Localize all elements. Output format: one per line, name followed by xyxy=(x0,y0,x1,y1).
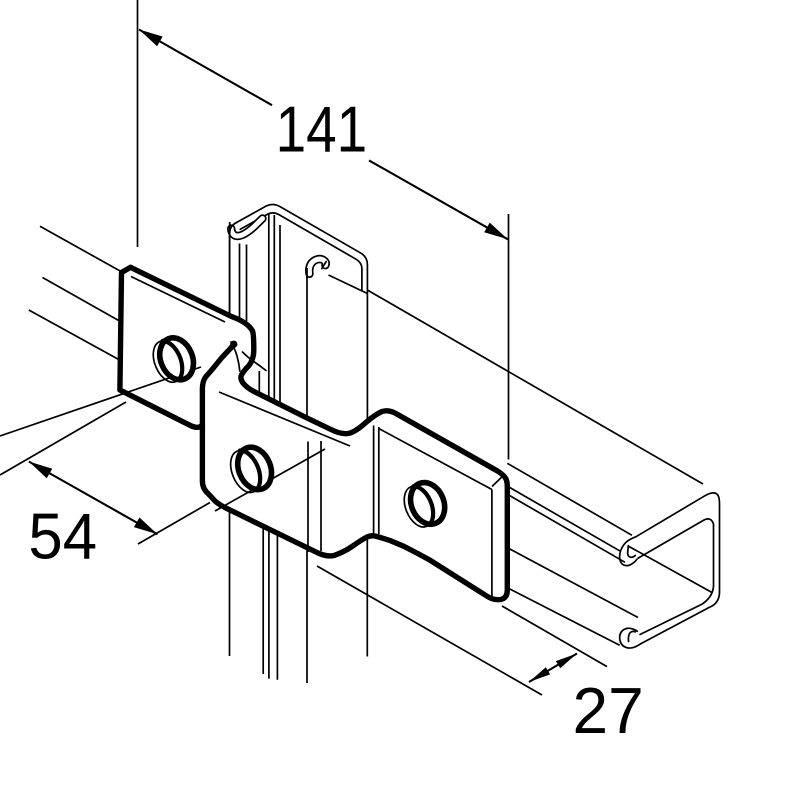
svg-text:54: 54 xyxy=(28,501,97,573)
svg-text:141: 141 xyxy=(276,93,368,165)
svg-text:27: 27 xyxy=(573,674,644,747)
